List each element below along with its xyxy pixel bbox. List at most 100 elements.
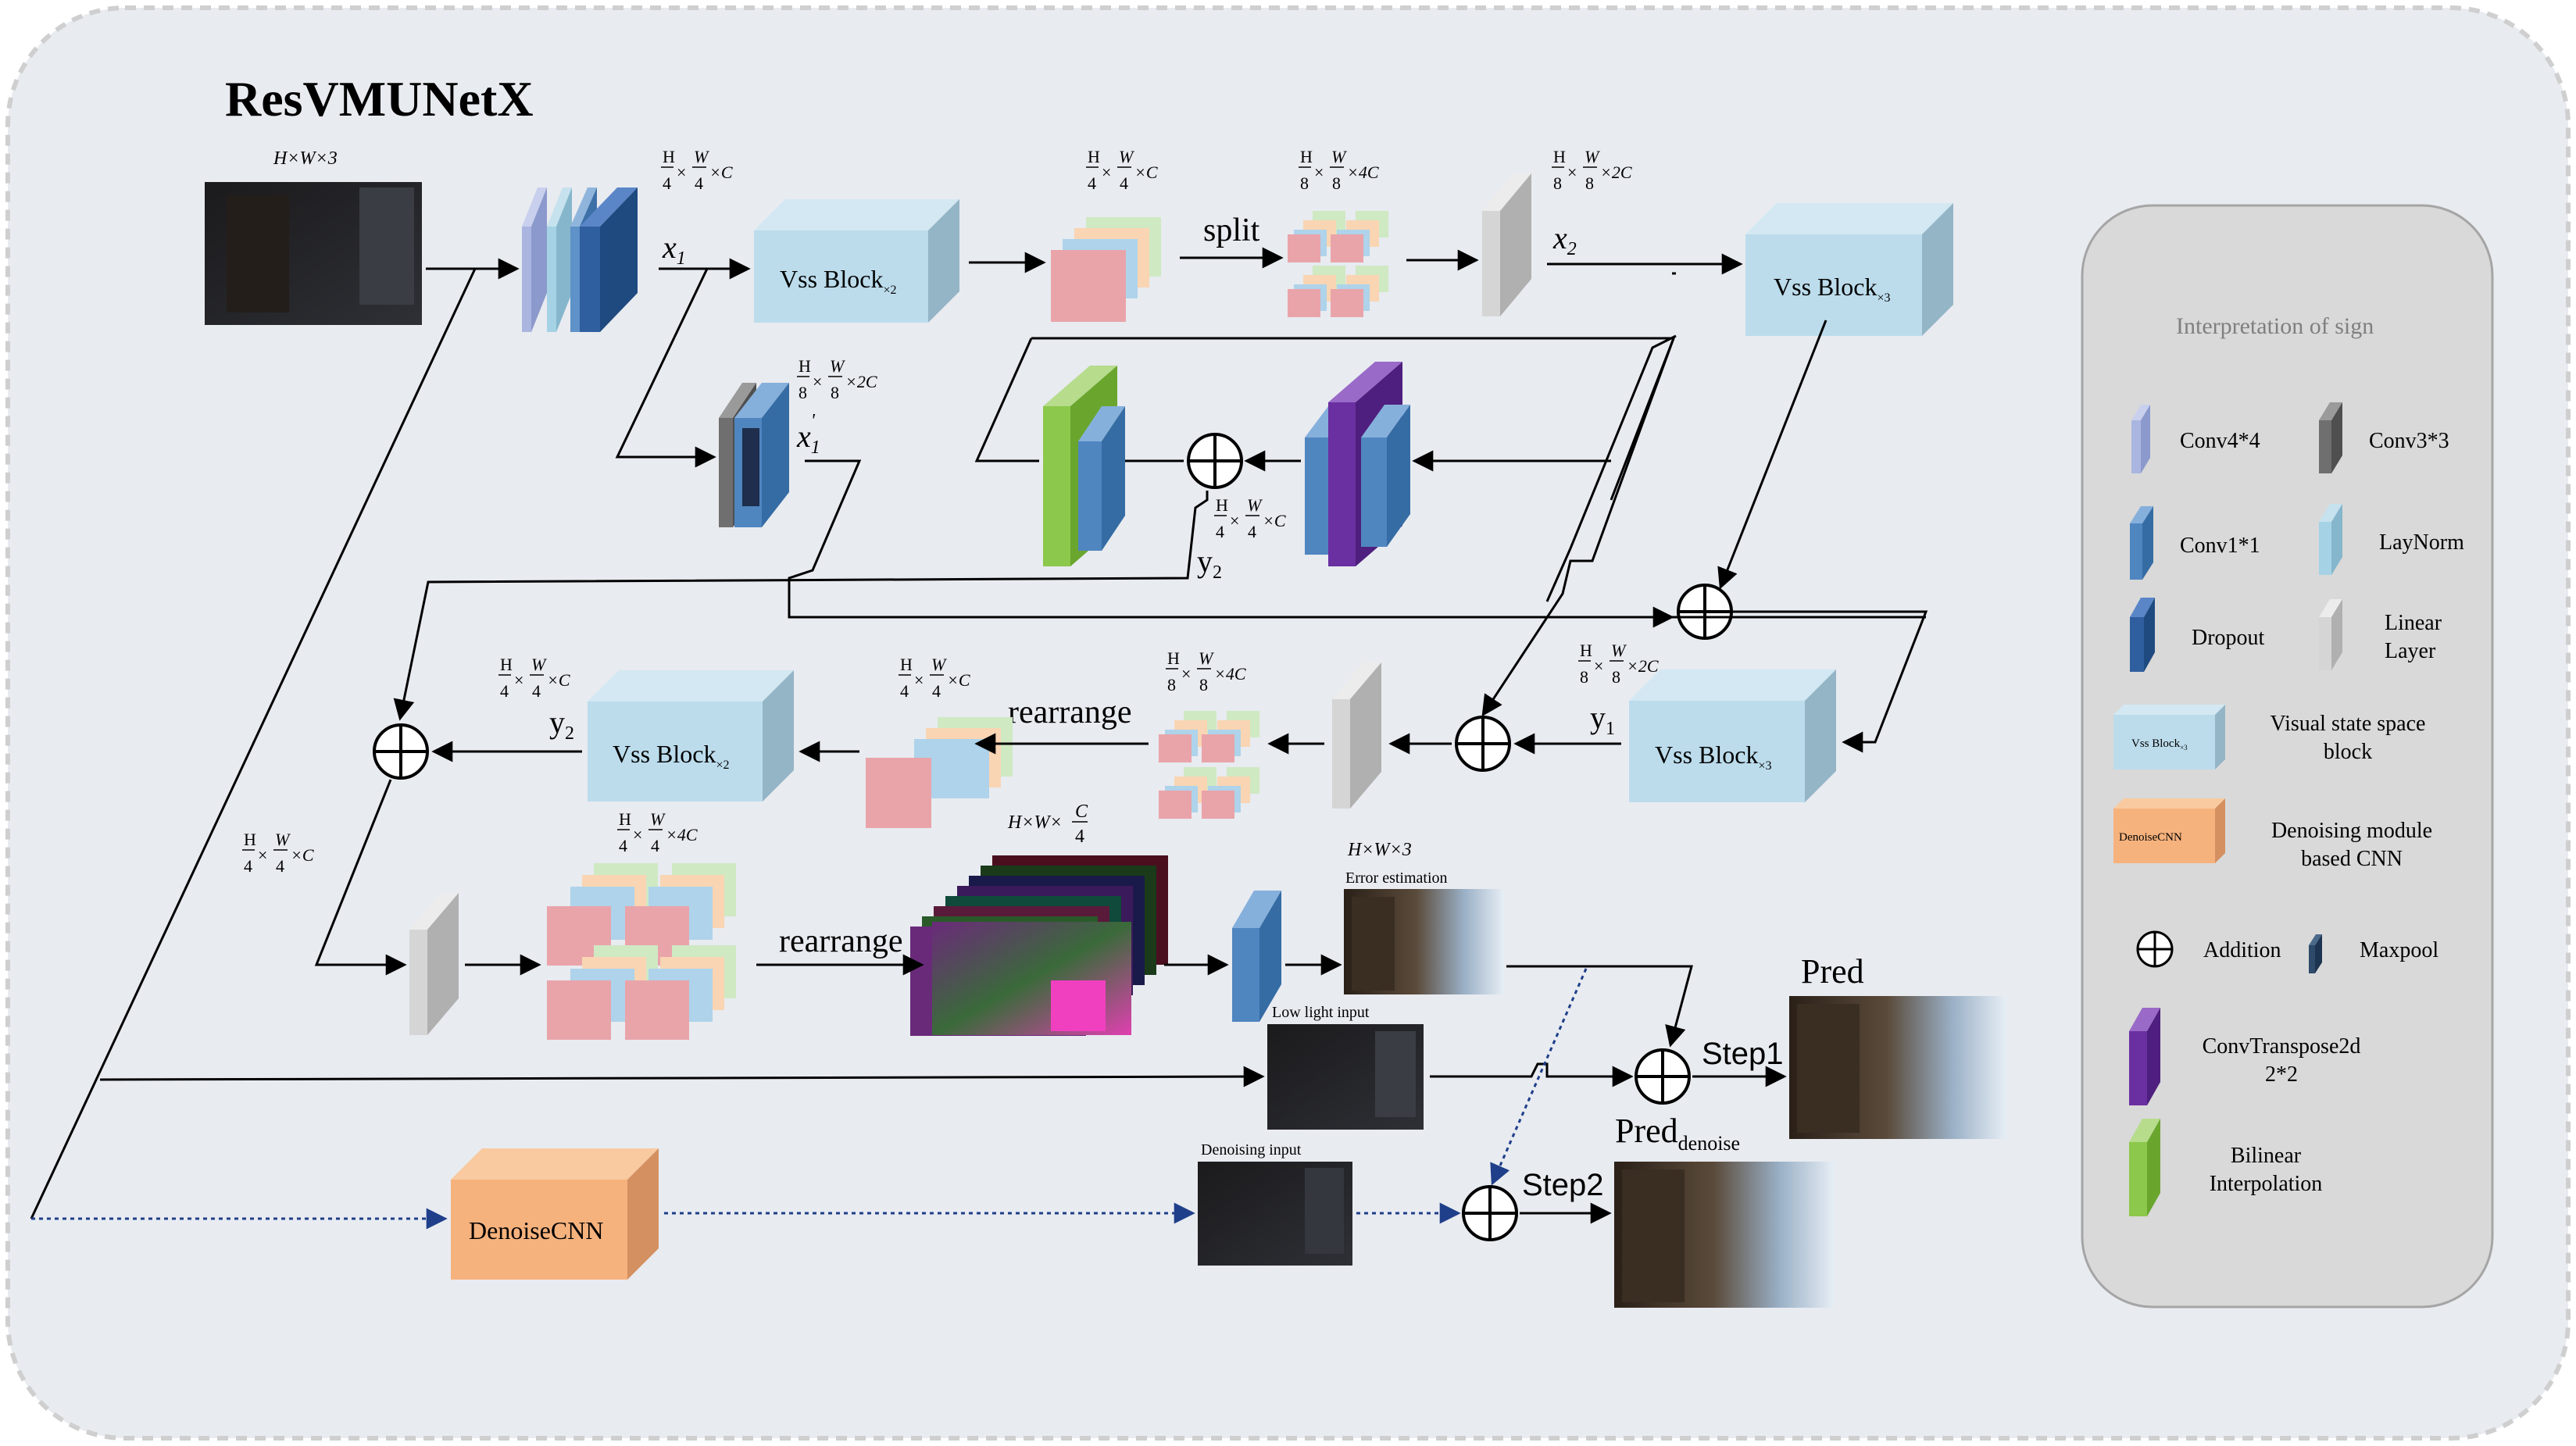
svg-text:8: 8 [1585,173,1594,193]
legend-conv1-label: Conv1*1 [2180,534,2260,558]
svg-text:H: H [244,830,256,849]
dim-y2-upper: H4 × W4 ×C [1214,495,1286,541]
svg-text:W: W [1119,147,1134,166]
svg-text:DenoiseCNN: DenoiseCNN [2119,831,2182,844]
legend-bilinear-swatch [2129,1119,2160,1216]
tile-stack-split-in [1051,217,1161,322]
svg-text:×C: ×C [709,162,733,182]
label-low-light-input: Low light input [1272,1004,1370,1021]
svg-text:C: C [1075,802,1088,822]
legend-denoise-swatch: DenoiseCNN [2113,798,2225,863]
x1-prime-block [719,383,789,527]
connectors [30,247,1928,1224]
add-node-step1 [1635,1048,1691,1105]
tile-grid-rearrange-in [1159,711,1259,819]
svg-text:W: W [650,809,666,829]
svg-text:×4C: ×4C [666,825,698,844]
dotted-connectors [31,968,1588,1230]
label-x1: x1 [662,230,686,269]
svg-text:H: H [1216,495,1228,515]
denoising-input-image [1198,1162,1352,1266]
svg-text:Vss Block×3: Vss Block×3 [1774,273,1890,305]
svg-text:4: 4 [932,681,941,701]
svg-text:H: H [500,655,513,674]
svg-text:4: 4 [276,856,284,876]
stem-conv-stack [522,187,638,332]
svg-text:H: H [799,356,811,376]
dim-err: H×W×3 [1347,840,1412,860]
svg-text:4: 4 [663,173,671,193]
label-y2-lower: y2 [549,705,574,744]
label-step1: Step1 [1702,1037,1784,1071]
label-y2-upper: y2 [1197,544,1222,583]
svg-text:4: 4 [619,836,627,855]
dim-x1p: H8 × W8 ×2C [797,356,877,402]
svg-text:H: H [900,655,913,674]
svg-text:4: 4 [695,173,703,193]
svg-text:H: H [1167,648,1180,668]
dim-split-out: H8 × W8 ×4C [1299,147,1379,193]
dim-split-in: H4 × W4 ×C [1086,147,1158,193]
svg-text:H: H [619,809,631,829]
feature-stack-bottom [910,855,1168,1036]
dim-bot-rearr-in: H4 × W4 ×4C [617,809,698,855]
svg-text:W: W [1331,147,1347,166]
svg-text:×4C: ×4C [1214,664,1246,684]
svg-text:×: × [1181,664,1191,684]
label-step2: Step2 [1522,1168,1604,1202]
svg-text:Vss Block×2: Vss Block×2 [780,265,896,297]
svg-text:H: H [663,147,675,166]
svg-text:8: 8 [1199,675,1208,694]
label-rearrange-upper: rearrange [1008,694,1132,730]
dim-x2: H8 × W8 ×2C [1552,147,1632,193]
svg-text:×C: ×C [291,845,314,865]
svg-text:8: 8 [1332,173,1341,193]
pred-image [1789,996,2006,1139]
label-x2: x2 [1552,220,1577,259]
svg-text:Vss Block×3: Vss Block×3 [2131,737,2188,752]
svg-text:×: × [1314,162,1324,182]
svg-text:×: × [914,670,924,690]
svg-text:×C: ×C [1134,162,1158,182]
low-light-image [1267,1024,1424,1130]
svg-text:×: × [1594,656,1603,676]
svg-text:W: W [1247,495,1263,515]
svg-text:H: H [1553,147,1566,166]
svg-text:H: H [1088,147,1100,166]
label-y1: y1 [1590,700,1615,739]
svg-text:W: W [830,356,845,376]
svg-text:4: 4 [651,836,659,855]
svg-text:×C: ×C [547,670,570,690]
svg-text:8: 8 [1167,675,1176,694]
dim-rearr-in: H8 × W8 ×4C [1166,648,1246,694]
legend-maxpool-label: Maxpool [2360,938,2438,962]
legend-conv1-swatch [2130,506,2153,580]
legend-laynorm-swatch [2319,504,2342,575]
legend-convtranspose-swatch [2129,1008,2160,1105]
svg-text:4: 4 [500,681,509,701]
svg-text:8: 8 [1580,667,1588,687]
tile-grid-split-out [1288,211,1388,317]
svg-text:W: W [694,147,709,166]
vss-block-top-1: Vss Block×2 [754,199,959,323]
svg-text:4: 4 [532,681,541,701]
legend-addition-swatch [2136,930,2174,968]
svg-text:4: 4 [244,856,252,876]
label-x1-prime: x1' [796,411,820,458]
svg-text:×: × [677,162,686,182]
dim-d-vss3: H8 × W8 ×2C [1578,641,1659,687]
svg-text:4: 4 [1075,827,1084,847]
legend-maxpool-swatch [2309,934,2322,973]
legend-vss-swatch: Vss Block×3 [2113,705,2225,769]
bilinear-conv-upper [1043,366,1125,566]
legend-title: Interpretation of sign [2176,313,2374,339]
legend-conv3-swatch [2319,402,2342,473]
svg-text:W: W [1611,641,1627,660]
legend-linear-swatch [2319,599,2342,670]
svg-text:×2C: ×2C [845,372,877,391]
label-pred-denoise: Preddenoise [1615,1112,1740,1155]
